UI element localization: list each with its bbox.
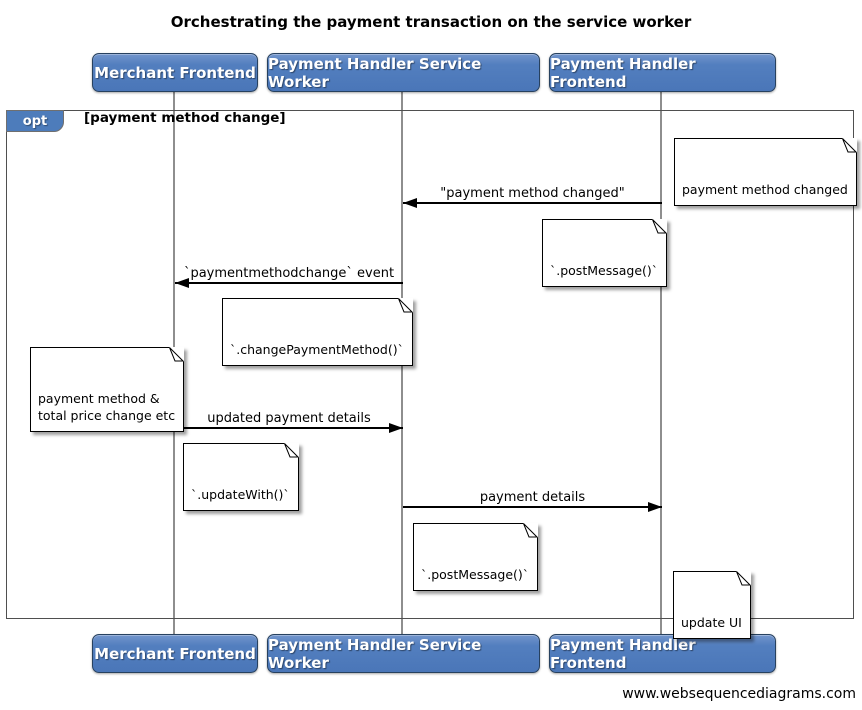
message-payment-method-changed: "payment method changed" [403, 183, 662, 208]
note-fold-icon [735, 571, 751, 586]
note-changepaymentmethod: `.changePaymentMethod()` [222, 298, 413, 366]
arrowhead-right-icon [389, 423, 403, 433]
message-paymentmethodchange-event: `paymentmethodchange` event [175, 263, 403, 288]
note-updatewith: `.updateWith()` [183, 443, 299, 511]
note-fold-icon [652, 219, 668, 234]
actor-merchant-frontend-bottom: Merchant Frontend [92, 634, 258, 673]
arrowhead-right-icon [648, 502, 662, 512]
arrowhead-left-icon [175, 278, 189, 288]
lifeline-payment-handler-frontend [660, 92, 662, 634]
actor-merchant-frontend-top: Merchant Frontend [92, 53, 258, 92]
actor-payment-handler-frontend-top: Payment Handler Frontend [549, 53, 776, 92]
message-line [403, 502, 662, 512]
note-text: update UI [681, 615, 742, 630]
opt-frame [6, 110, 854, 619]
message-updated-payment-details: updated payment details [175, 408, 403, 433]
opt-guard-label: [payment method change] [84, 110, 286, 126]
note-text: `.postMessage()` [550, 263, 659, 278]
message-line [175, 423, 403, 433]
message-label: updated payment details [207, 411, 371, 426]
message-payment-details: payment details [403, 487, 662, 512]
note-update-ui: update UI [673, 571, 751, 639]
actor-payment-handler-service-worker-bottom: Payment Handler Service Worker [267, 634, 540, 673]
note-fold-icon [523, 523, 539, 538]
note-fold-icon [169, 347, 185, 362]
note-postmessage-1: `.postMessage()` [542, 219, 668, 287]
note-postmessage-2: `.postMessage()` [413, 523, 539, 591]
message-line [403, 198, 662, 208]
note-payment-method-changed: payment method changed [674, 138, 857, 206]
note-text: payment method changed [682, 182, 848, 197]
message-label: `paymentmethodchange` event [183, 266, 395, 281]
actor-payment-handler-service-worker-top: Payment Handler Service Worker [267, 53, 540, 92]
note-text: `.updateWith()` [191, 487, 290, 502]
note-fold-icon [283, 443, 299, 458]
note-text: payment method & total price change etc [38, 391, 176, 423]
note-text: `.postMessage()` [421, 567, 530, 582]
message-label: "payment method changed" [440, 186, 625, 201]
watermark: www.websequencediagrams.com [622, 686, 856, 702]
message-line [175, 278, 403, 288]
note-fold-icon [397, 298, 413, 313]
note-payment-method-and-total-price: payment method & total price change etc [30, 347, 185, 432]
arrowhead-left-icon [403, 198, 417, 208]
opt-operator-tab: opt [6, 110, 64, 132]
message-label: payment details [479, 490, 586, 505]
actor-payment-handler-frontend-bottom: Payment Handler Frontend [549, 634, 776, 673]
note-text: `.changePaymentMethod()` [230, 342, 404, 357]
diagram-title: Orchestrating the payment transaction on… [170, 13, 692, 31]
note-fold-icon [841, 138, 857, 153]
